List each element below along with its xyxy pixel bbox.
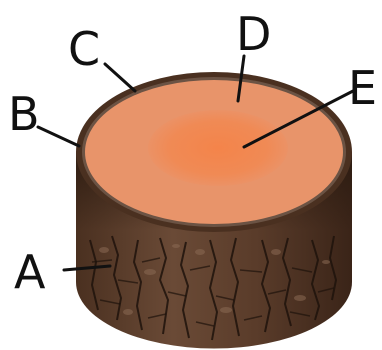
label-d: D: [236, 7, 271, 61]
heartwood: [148, 110, 288, 186]
label-c: C: [68, 22, 100, 76]
leader-line-c: [105, 64, 135, 91]
label-b: B: [8, 87, 40, 141]
label-a: A: [14, 245, 46, 299]
label-e: E: [348, 61, 377, 115]
leader-line-b: [38, 127, 79, 146]
